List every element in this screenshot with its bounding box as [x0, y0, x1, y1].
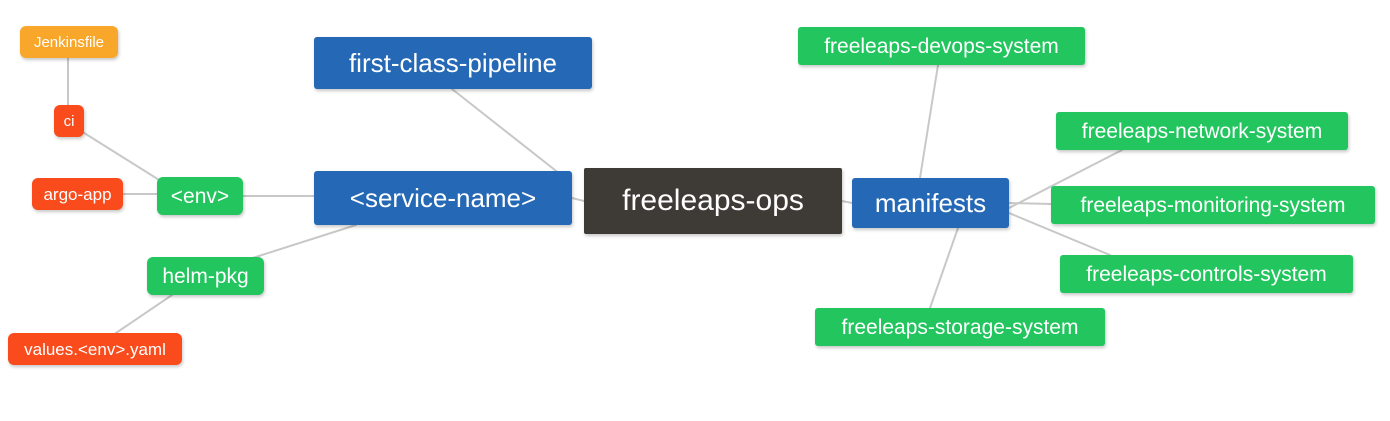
node-freeleaps-network-system[interactable]: freeleaps-network-system [1056, 112, 1348, 150]
node-ci[interactable]: ci [54, 105, 84, 137]
edge-helm-pkg-to-values-env-yaml [115, 294, 173, 334]
node-env[interactable]: <env> [157, 177, 243, 215]
node-argo-app[interactable]: argo-app [32, 178, 123, 210]
node-freeleaps-monitoring-system[interactable]: freeleaps-monitoring-system [1051, 186, 1375, 224]
node-helm-pkg[interactable]: helm-pkg [147, 257, 264, 295]
node-freeleaps-storage-system[interactable]: freeleaps-storage-system [815, 308, 1105, 346]
edge-manifests-to-freeleaps-monitoring-system [1008, 202, 1052, 205]
edge-freeleaps-ops-to-service-name [571, 197, 585, 202]
node-manifests[interactable]: manifests [852, 178, 1009, 228]
edge-freeleaps-ops-to-manifests [841, 200, 853, 204]
edge-manifests-to-freeleaps-storage-system [929, 227, 959, 309]
node-first-class-pipeline[interactable]: first-class-pipeline [314, 37, 592, 89]
edge-env-to-ci [80, 130, 165, 184]
node-freeleaps-controls-system[interactable]: freeleaps-controls-system [1060, 255, 1353, 293]
node-jenkinsfile[interactable]: Jenkinsfile [20, 26, 118, 58]
edge-service-name-to-first-class-pipeline [451, 88, 561, 175]
edge-manifests-to-freeleaps-devops-system [919, 64, 939, 179]
node-freeleaps-ops[interactable]: freeleaps-ops [584, 168, 842, 234]
node-values-env-yaml[interactable]: values.<env>.yaml [8, 333, 182, 365]
node-freeleaps-devops-system[interactable]: freeleaps-devops-system [798, 27, 1085, 65]
node-service-name[interactable]: <service-name> [314, 171, 572, 225]
